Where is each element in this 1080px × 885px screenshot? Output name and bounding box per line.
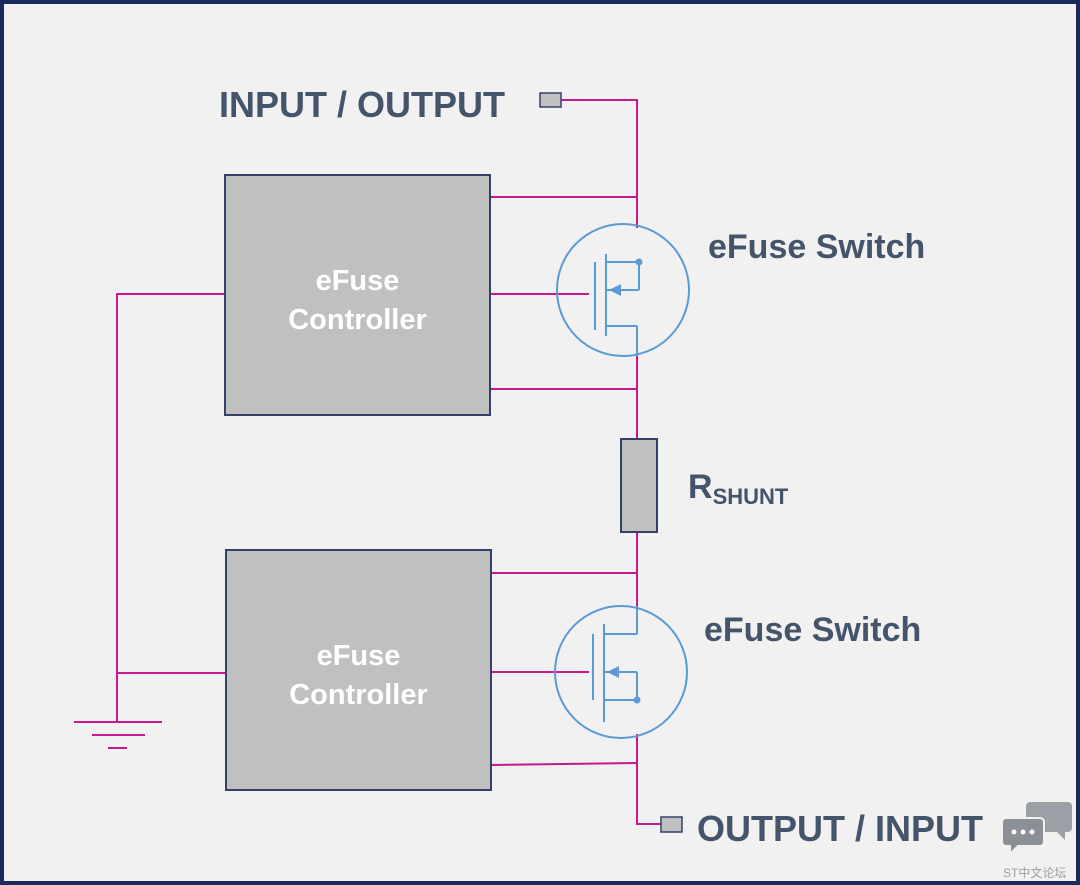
terminal-top (539, 92, 562, 108)
wire-ground-ctrl1 (116, 293, 225, 722)
schematic (74, 92, 1072, 857)
controller-bottom-line1: eFuse (316, 640, 401, 672)
wire-bottom-terminal (636, 734, 661, 825)
wire-top-terminal (561, 99, 638, 228)
controller-top-line1: eFuse (315, 265, 400, 297)
terminal-bottom (660, 816, 683, 833)
switch-bottom-label: eFuse Switch (704, 611, 922, 649)
shunt-label-sub: SHUNT (712, 484, 789, 509)
watermark-text: ST中文论坛 (1003, 866, 1067, 880)
mosfet-top-icon (556, 223, 690, 357)
controller-bottom-line2: Controller (289, 679, 428, 712)
switch-top-label: eFuse Switch (708, 228, 926, 266)
controller-top-line2: Controller (288, 304, 427, 337)
wire-ctrl2-to-source (490, 762, 638, 766)
shunt-resistor (620, 438, 658, 533)
bottom-terminal-label: OUTPUT / INPUT (697, 808, 983, 849)
controller-top-label: eFuse Controller (225, 262, 490, 341)
wires (74, 99, 661, 825)
chat-bubbles-icon (1001, 802, 1072, 857)
shunt-label: RSHUNT (688, 468, 788, 508)
controller-block-top (224, 174, 491, 416)
mosfet-bottom-icon (554, 605, 688, 739)
top-terminal-label: INPUT / OUTPUT (219, 84, 505, 125)
controller-bottom-label: eFuse Controller (226, 637, 491, 716)
shunt-label-main: R (688, 468, 713, 506)
controller-block-bottom (225, 549, 492, 791)
